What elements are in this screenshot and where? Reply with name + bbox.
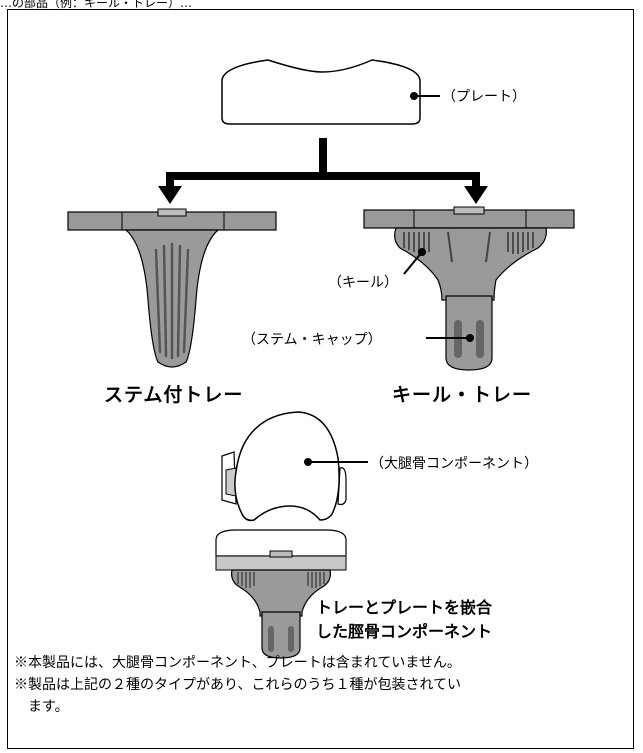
assembled-caption: トレーとプレートを嵌合 した脛骨コンポーネント <box>316 596 492 644</box>
assembled-caption-line-2: した脛骨コンポーネント <box>316 622 493 641</box>
note-line-3: ます。 <box>28 699 69 715</box>
note-line-2: ※製品は上記の２種のタイプがあり、これらのうち１種が包装されてい <box>14 677 462 693</box>
assembled-tibial-component <box>215 529 347 659</box>
keel-leader <box>403 248 426 275</box>
figure-frame <box>7 9 634 749</box>
femoral-label: （大腿骨コンポーネント） <box>370 456 538 472</box>
plate-component <box>221 59 421 125</box>
keel-tray-title: キール・トレー <box>392 384 533 406</box>
plate-label: （プレート） <box>442 89 526 105</box>
note-line-1: ※本製品には、大腿骨コンポーネント、プレートは含まれていません。 <box>14 655 461 671</box>
femoral-component <box>221 411 368 522</box>
stem-tray-title: ステム付トレー <box>104 384 244 406</box>
plate-leader <box>410 92 440 100</box>
stem-tray-component <box>67 208 277 368</box>
notes: ※本製品には、大腿骨コンポーネント、プレートは含まれていません。 ※製品は上記の… <box>14 652 628 718</box>
assembled-caption-line-1: トレーとプレートを嵌合 <box>316 598 493 617</box>
cropped-top-text: …の部品（例：キール・トレー）… <box>0 0 193 10</box>
keel-label: （キール） <box>328 275 398 291</box>
stem-cap-leader <box>426 334 474 342</box>
branch-arrows <box>158 138 488 204</box>
stem-cap-label: （ステム・キャップ） <box>242 332 382 348</box>
keel-tray-component <box>363 206 575 371</box>
